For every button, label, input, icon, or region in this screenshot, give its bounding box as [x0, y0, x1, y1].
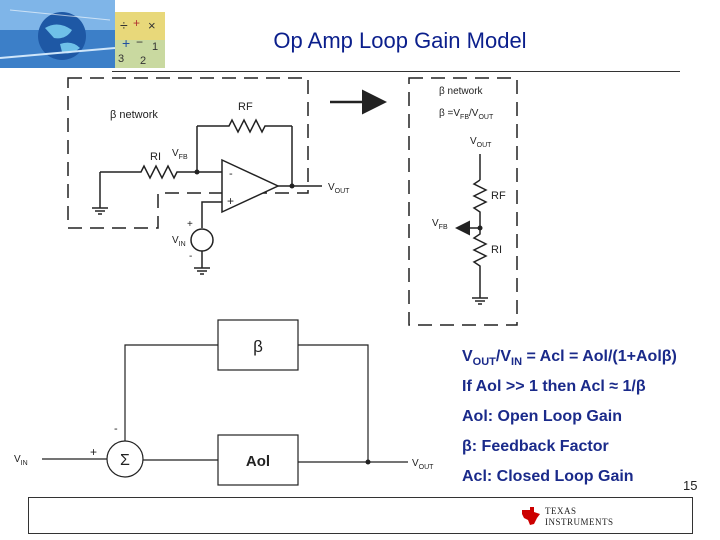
- right-beta-network-label: β network: [439, 86, 484, 97]
- svg-text:3: 3: [118, 53, 124, 65]
- aol-block: [217, 434, 299, 486]
- right-ground-icon: [472, 297, 488, 305]
- definition-aol: Aol: Open Loop Gain: [462, 408, 622, 425]
- svg-text:+: +: [122, 35, 130, 51]
- definition-beta: β: Feedback Factor: [462, 438, 609, 455]
- left-beta-network-label: β network: [110, 109, 158, 121]
- beta-block: [217, 319, 299, 371]
- right-vfb-label: VFB: [432, 218, 448, 231]
- left-vin-ground-icon: [194, 267, 210, 275]
- footer-bar: [28, 497, 693, 534]
- right-ri-label: RI: [491, 244, 502, 256]
- right-ri-resistor: [472, 228, 488, 298]
- math-symbols-logo-icon: ÷ + × + − 3 2 1: [115, 12, 165, 68]
- left-vfb-label: VFB: [172, 148, 188, 161]
- block-vout-label: VOUT: [412, 458, 434, 471]
- title-divider: [112, 71, 680, 72]
- left-vin-minus: -: [189, 251, 192, 262]
- right-beta-network-box: [408, 77, 518, 326]
- equation-closed-loop: VOUT/VIN = Acl = Aol/(1+Aolβ): [462, 348, 677, 369]
- aol-block-label: Aol: [246, 453, 270, 470]
- texas-instruments-logo-icon: [522, 507, 540, 525]
- right-beta-formula: β =VFB/VOUT: [439, 108, 494, 121]
- logo-text-instruments: INSTRUMENTS: [545, 517, 614, 527]
- svg-text:+: +: [133, 16, 140, 30]
- slide-number: 15: [683, 478, 698, 493]
- svg-text:2: 2: [140, 55, 146, 67]
- svg-text:−: −: [136, 35, 143, 49]
- left-vin-source: [190, 228, 214, 252]
- sum-minus: -: [114, 423, 118, 435]
- header-banner: ÷ + × + − 3 2 1: [0, 0, 165, 68]
- block-vin-label: VIN: [14, 454, 28, 467]
- op-amp-symbol: [221, 158, 280, 214]
- svg-text:÷: ÷: [120, 17, 128, 33]
- logo-text-texas: TEXAS: [545, 506, 577, 516]
- left-noninv-wire: [201, 201, 222, 228]
- feedback-path-wire: [124, 344, 218, 441]
- left-rf-label: RF: [238, 101, 253, 113]
- output-node: [365, 459, 371, 465]
- left-vfb-node: [194, 169, 200, 175]
- forward-feedback-wire: [298, 344, 369, 462]
- svg-text:×: ×: [148, 18, 156, 33]
- left-vin-plus: +: [187, 219, 193, 230]
- left-ri-resistor: [100, 164, 222, 180]
- op-amp-minus: -: [229, 168, 233, 180]
- right-rf-resistor: [472, 179, 488, 228]
- sum-symbol: Σ: [120, 452, 130, 469]
- left-vin-label: VIN: [172, 235, 186, 248]
- sum-plus: +: [90, 445, 97, 459]
- left-ground-icon: [92, 207, 108, 215]
- left-rf-resistor: [197, 118, 292, 134]
- slide-title: Op Amp Loop Gain Model: [273, 28, 527, 53]
- op-amp-plus: +: [227, 194, 234, 208]
- svg-text:1: 1: [152, 41, 158, 53]
- left-vout-label: VOUT: [328, 182, 350, 195]
- definition-acl: Acl: Closed Loop Gain: [462, 468, 634, 485]
- equation-approximation: If Aol >> 1 then Acl ≈ 1/β: [462, 378, 646, 395]
- right-vout-label: VOUT: [470, 136, 492, 149]
- left-ri-label: RI: [150, 151, 161, 163]
- left-beta-network-box: [67, 77, 309, 229]
- globe-banner-icon: [0, 0, 116, 68]
- left-output-node: [289, 183, 295, 189]
- beta-block-label: β: [253, 337, 263, 356]
- right-rf-label: RF: [491, 190, 506, 202]
